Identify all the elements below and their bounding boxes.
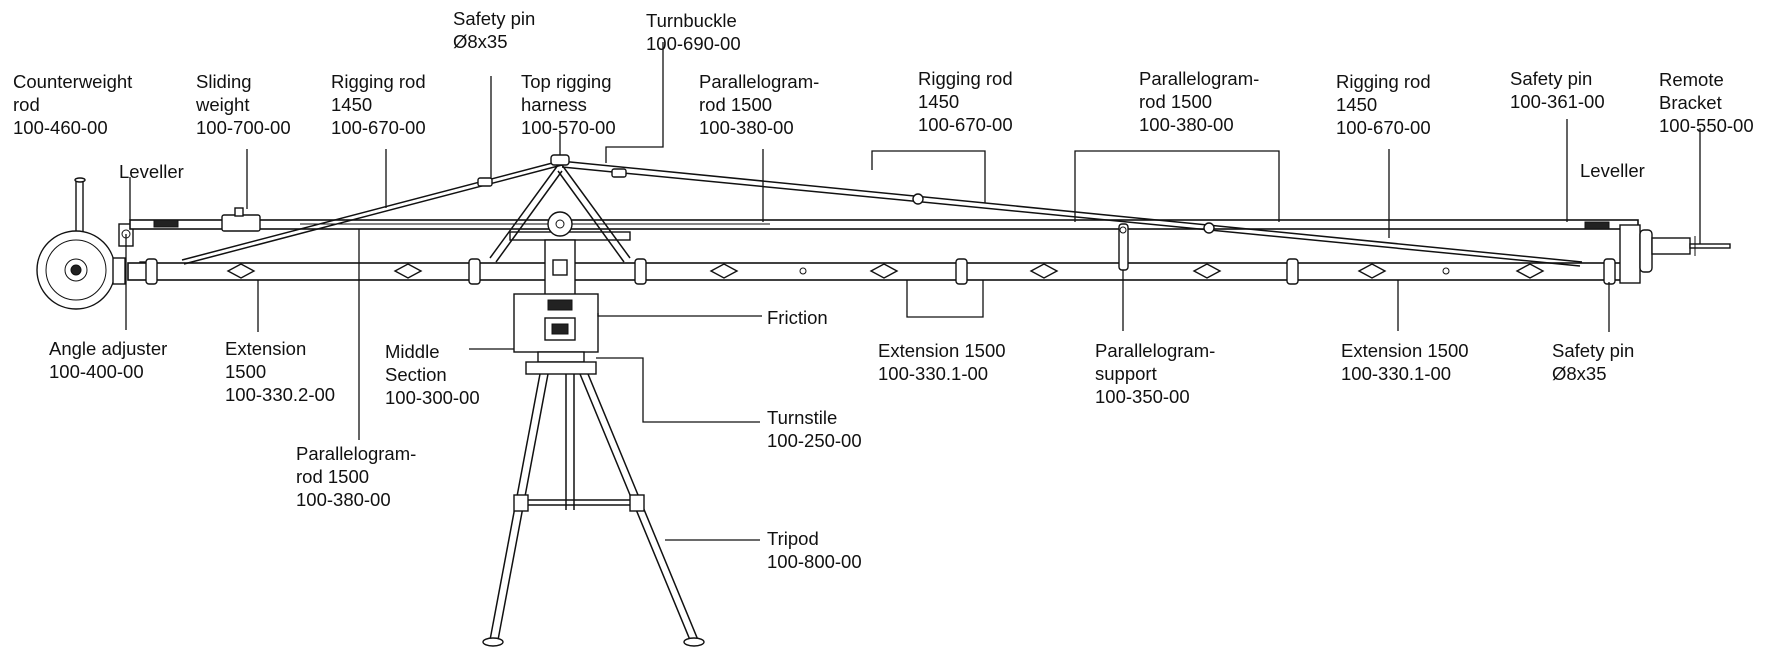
label-leveller-left: Leveller bbox=[119, 161, 184, 182]
label-turnstile: Turnstile 100-250-00 bbox=[767, 407, 862, 451]
label-sliding-weight: Sliding weight 100-700-00 bbox=[196, 71, 291, 138]
leveller-right-part bbox=[1584, 221, 1610, 230]
label-top-rigging-harness: Top rigging harness 100-570-00 bbox=[521, 71, 616, 138]
label-parallelogram-support: Parallelogram- support 100-350-00 bbox=[1095, 340, 1216, 407]
parallelogram-support-part bbox=[1118, 223, 1129, 271]
remote-bracket-part bbox=[1619, 224, 1731, 284]
sliding-weight-part bbox=[221, 207, 261, 232]
rigging-rods bbox=[181, 154, 1583, 267]
label-middle-section: Middle Section 100-300-00 bbox=[385, 341, 480, 408]
label-leveller-right: Leveller bbox=[1580, 160, 1645, 181]
tripod-part bbox=[482, 373, 705, 647]
leveller-left-part bbox=[153, 219, 179, 228]
label-rigging-rod-right: Rigging rod 1450 100-670-00 bbox=[1336, 71, 1431, 138]
label-parallelogram-rod-bottom: Parallelogram- rod 1500 100-380-00 bbox=[296, 443, 417, 510]
friction-part bbox=[513, 293, 599, 353]
tube-clamps bbox=[145, 258, 1616, 285]
label-rigging-rod-middle: Rigging rod 1450 100-670-00 bbox=[918, 68, 1013, 135]
label-extension-right: Extension 1500 100-330.1-00 bbox=[1341, 340, 1469, 384]
label-angle-adjuster: Angle adjuster 100-400-00 bbox=[49, 338, 168, 382]
label-safety-pin-right-bottom: Safety pin Ø8x35 bbox=[1552, 340, 1635, 384]
label-extension-middle: Extension 1500 100-330.1-00 bbox=[878, 340, 1006, 384]
label-safety-pin-right-top: Safety pin 100-361-00 bbox=[1510, 68, 1605, 112]
label-parallelogram-rod-top-left: Parallelogram- rod 1500 100-380-00 bbox=[699, 71, 820, 138]
turnstile-part bbox=[525, 351, 597, 375]
tube-logos bbox=[226, 263, 1545, 279]
middle-section-part bbox=[489, 164, 631, 296]
label-turnbuckle: Turnbuckle 100-690-00 bbox=[646, 10, 741, 54]
label-remote-bracket: Remote Bracket 100-550-00 bbox=[1659, 69, 1754, 136]
label-tripod: Tripod 100-800-00 bbox=[767, 528, 862, 572]
label-extension-left: Extension 1500 100-330.2-00 bbox=[225, 338, 336, 405]
label-friction: Friction bbox=[767, 307, 828, 328]
counterweight-rod bbox=[36, 177, 116, 310]
label-rigging-rod-left: Rigging rod 1450 100-670-00 bbox=[331, 71, 426, 138]
label-parallelogram-rod-top-right: Parallelogram- rod 1500 100-380-00 bbox=[1139, 68, 1260, 135]
label-safety-pin-top: Safety pin Ø8x35 bbox=[453, 8, 536, 52]
leader-lines bbox=[125, 42, 1701, 541]
label-counterweight-rod: Counterweight rod 100-460-00 bbox=[13, 71, 133, 138]
